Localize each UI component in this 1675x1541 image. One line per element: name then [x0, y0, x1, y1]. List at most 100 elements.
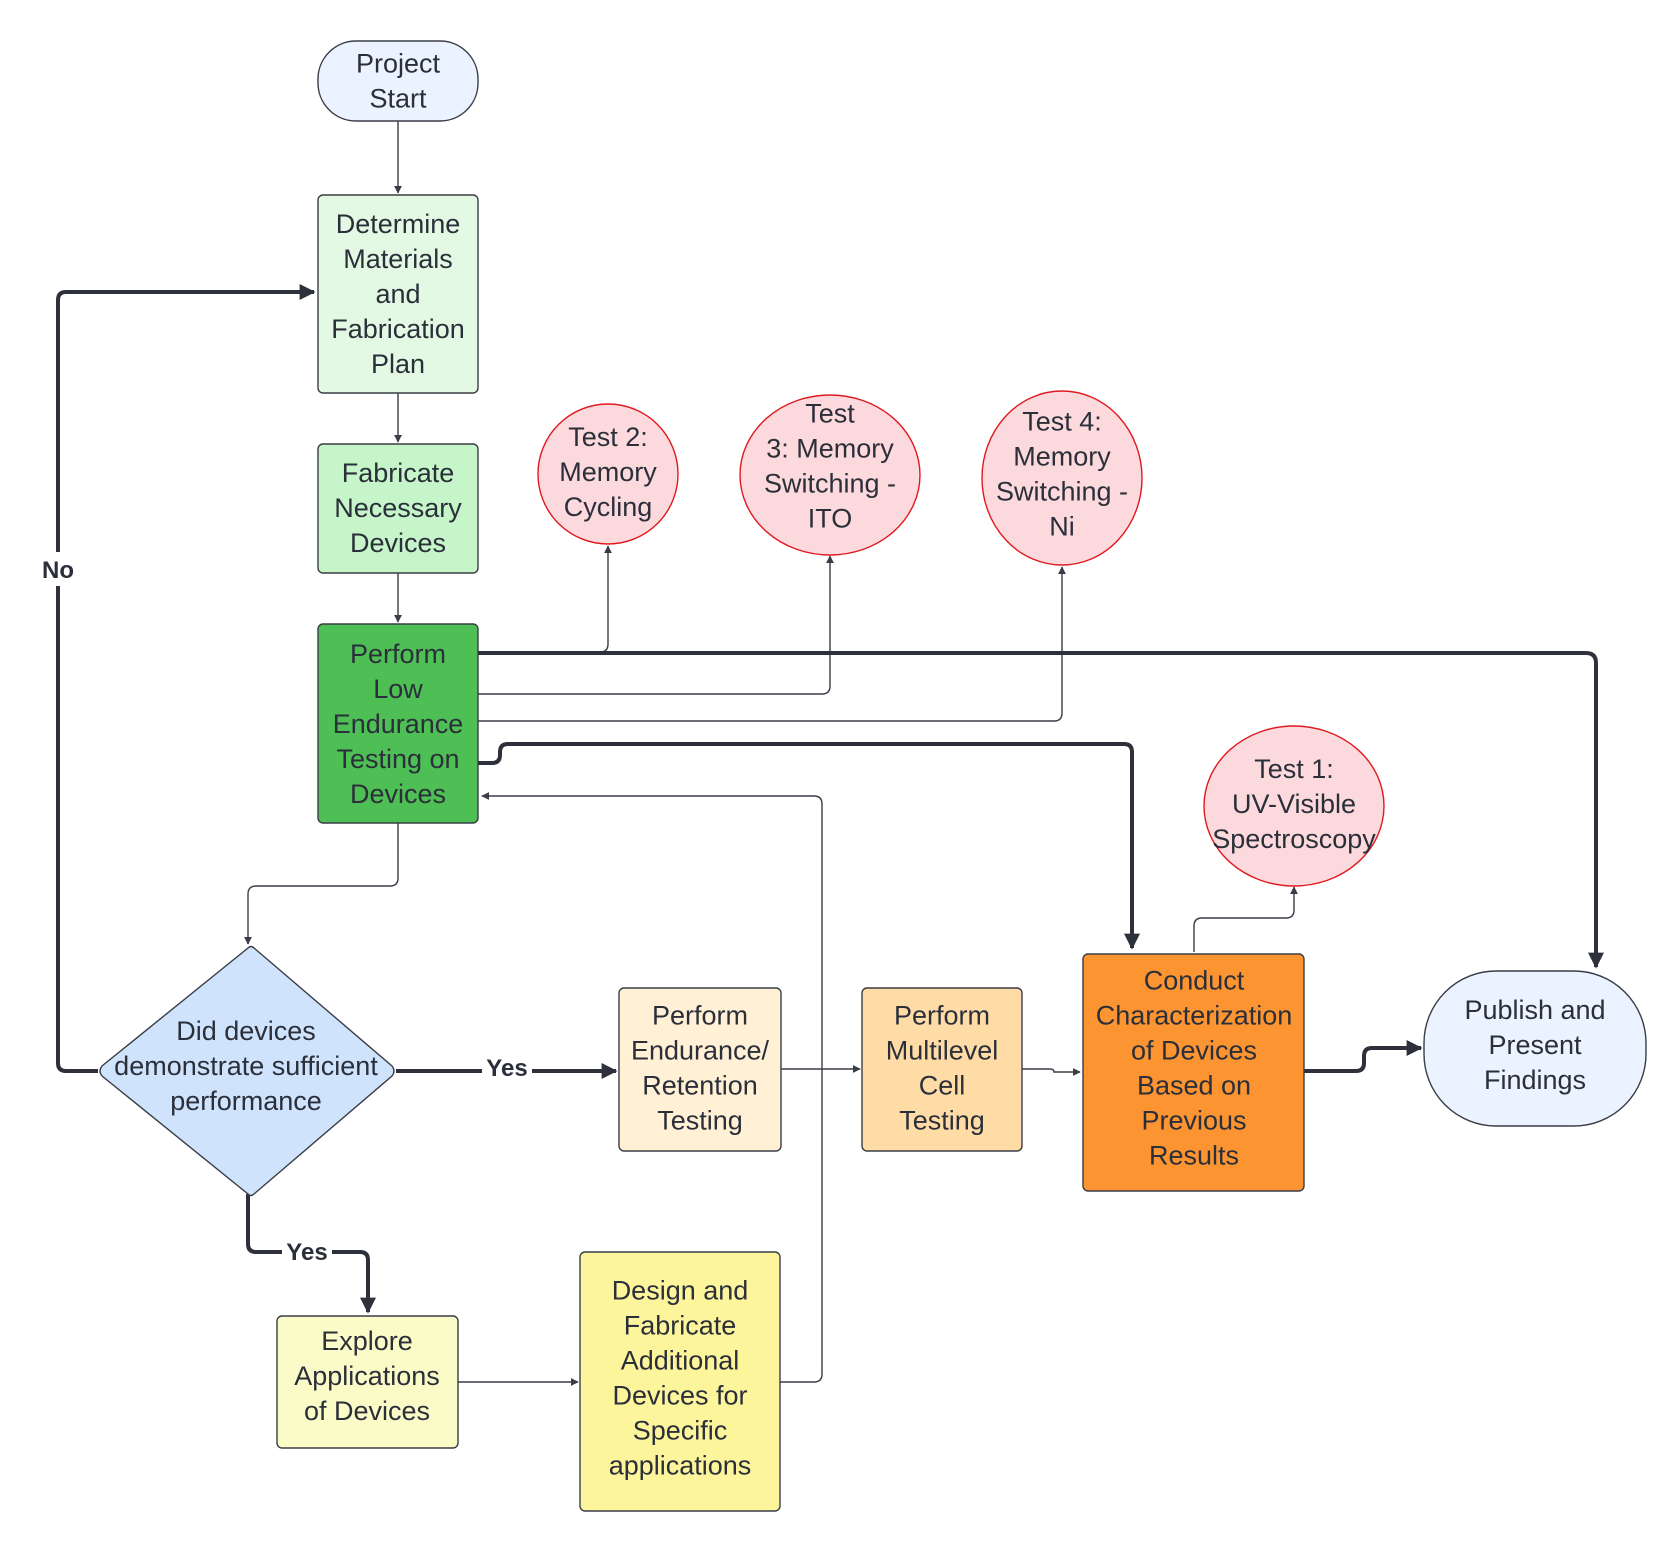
node-text-line: Results: [1149, 1141, 1239, 1171]
node-text-line: Did devices: [176, 1016, 316, 1046]
edge-labels: No Yes Yes: [36, 552, 532, 1268]
node-text-line: Perform: [350, 639, 446, 669]
node-text-line: 3: Memory: [766, 434, 894, 464]
node-text-line: of Devices: [304, 1396, 430, 1426]
node-text-line: performance: [170, 1086, 322, 1116]
node-text-line: of Devices: [1131, 1036, 1257, 1066]
edge-low-endurance-to-characterization: [478, 742, 1140, 950]
node-text-line: Previous: [1141, 1106, 1246, 1136]
edge-characterization-to-publish: [1304, 1040, 1423, 1073]
node-text-line: Test 1:: [1254, 754, 1334, 784]
node-text-line: Spectroscopy: [1212, 824, 1376, 854]
node-text-line: Fabrication: [331, 314, 465, 344]
node-text-line: Retention: [642, 1071, 758, 1101]
node-text-line: Characterization: [1096, 1001, 1293, 1031]
node-text-line: applications: [609, 1451, 752, 1481]
edge-low-endurance-to-decision: [244, 823, 399, 945]
node-text-line: Devices: [350, 779, 446, 809]
node-text-line: Applications: [294, 1361, 440, 1391]
edge-low-endurance-to-test2: [478, 545, 612, 653]
node-text-line: Test: [805, 399, 855, 429]
node-text-line: Testing on: [336, 744, 459, 774]
edge-low-endurance-to-publish: [478, 651, 1604, 969]
yes-down-label: Yes: [286, 1239, 327, 1266]
node-text-line: Test 4:: [1022, 407, 1102, 437]
node-text-line: UV-Visible: [1232, 789, 1356, 819]
node-text-line: Determine: [336, 209, 461, 239]
node-text-line: ITO: [808, 504, 853, 534]
node-text-line: Project: [356, 49, 441, 79]
node-text-line: Necessary: [334, 493, 462, 523]
node-text-line: Specific: [633, 1416, 728, 1446]
node-text-line: Plan: [371, 349, 425, 379]
node-text-line: Memory: [559, 457, 657, 487]
edges: [56, 121, 1604, 1386]
edge-decision-no-to-determine: [56, 284, 316, 1073]
no-label: No: [42, 557, 74, 584]
node-text-line: Perform: [652, 1001, 748, 1031]
node-text-line: Fabricate: [624, 1311, 737, 1341]
node-text-line: Publish and: [1464, 995, 1605, 1025]
node-text-line: Testing: [657, 1106, 743, 1136]
node-text-line: Memory: [1013, 442, 1111, 472]
node-text-line: Endurance: [333, 709, 464, 739]
node-text-line: Switching -: [996, 477, 1128, 507]
edge-low-endurance-to-test3: [478, 555, 834, 695]
node-text-line: Perform: [894, 1001, 990, 1031]
node-text-line: Findings: [1484, 1065, 1586, 1095]
node-text-line: Multilevel: [886, 1036, 999, 1066]
node-text-line: Additional: [621, 1346, 740, 1376]
node-text-line: Cycling: [564, 492, 653, 522]
edge-low-endurance-to-test4: [478, 566, 1066, 722]
node-text-line: Materials: [343, 244, 453, 274]
node-text-line: Endurance/: [631, 1036, 770, 1066]
node-text-line: Start: [369, 84, 427, 114]
node-text-line: Ni: [1049, 512, 1075, 542]
node-text-line: Testing: [899, 1106, 985, 1136]
node-text-line: Explore: [321, 1326, 413, 1356]
node-text-line: Devices: [350, 528, 446, 558]
node-text-line: Low: [373, 674, 423, 704]
yes-right-label: Yes: [486, 1055, 527, 1082]
node-text-line: Present: [1488, 1030, 1582, 1060]
node-text-line: and: [375, 279, 420, 309]
node-text-line: Cell: [919, 1071, 966, 1101]
node-text-line: Conduct: [1144, 966, 1245, 996]
node-text-line: Fabricate: [342, 458, 455, 488]
node-text-line: Design and: [612, 1276, 749, 1306]
edge-design-to-low-endurance: [481, 792, 823, 1383]
edge-characterization-to-test1: [1193, 886, 1298, 952]
node-text-line: Devices for: [612, 1381, 747, 1411]
